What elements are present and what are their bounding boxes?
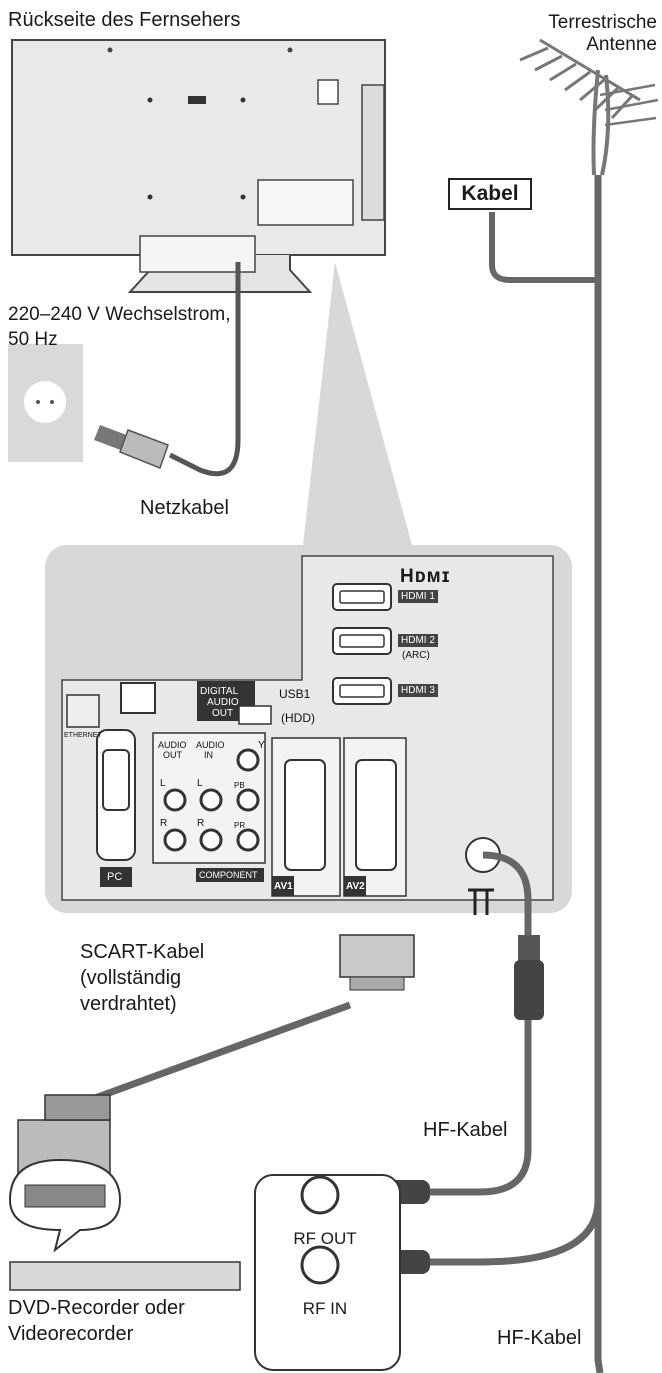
av1-label: AV1	[274, 881, 293, 892]
hdmi2-label: HDMI 2	[398, 634, 438, 647]
usb-label: USB1	[279, 687, 311, 701]
hdmi-logo: Hᴅᴍɪ	[400, 566, 451, 587]
power-cable-label: Netzkabel	[140, 497, 229, 519]
audio-in-label-1: AUDIO	[196, 740, 225, 750]
mains-label-line1: 220–240 V Wechselstrom,	[8, 304, 231, 325]
zoom-cone	[303, 262, 412, 545]
component-label: COMPONENT	[199, 870, 258, 880]
rf-out-label: RF OUT	[293, 1229, 357, 1248]
audio-in-label-2: IN	[204, 750, 213, 760]
antenna-feed-cable	[594, 175, 604, 1373]
audio-out-label-2: OUT	[163, 750, 182, 760]
rf-in-label: RF IN	[302, 1299, 348, 1318]
audio-out-label-1: AUDIO	[158, 740, 187, 750]
audio-in-r-label: R	[197, 818, 205, 829]
ethernet-label: ETHERNET	[64, 732, 102, 739]
recorder-label-line1: DVD-Recorder oder	[8, 1297, 185, 1319]
power-cable	[168, 262, 241, 477]
cable-line	[489, 212, 598, 283]
wall-socket	[8, 344, 83, 462]
hdmi3-label: HDMI 3	[398, 684, 438, 697]
hdd-label: (HDD)	[281, 711, 315, 725]
rf-plug-tv	[514, 935, 544, 1020]
digital-audio-label-1: DIGITAL	[200, 686, 239, 697]
recorder-illustration	[8, 1158, 401, 1371]
arc-label: (ARC)	[402, 650, 430, 661]
component-pr-label: PR	[234, 821, 246, 830]
hdmi1-label: HDMI 1	[398, 590, 438, 603]
rf-cable-recorder	[400, 1199, 602, 1266]
component-pb-label: PB	[234, 781, 245, 790]
scart-label-line3: verdrahtet)	[80, 993, 177, 1015]
audio-out-l-label: L	[160, 778, 166, 789]
recorder-label-line2: Videorecorder	[8, 1323, 134, 1345]
component-y-label: Y	[258, 740, 265, 751]
pc-label: PC	[107, 871, 123, 883]
digital-audio-label-3: OUT	[212, 708, 234, 719]
antenna-label-line2: Antenne	[586, 34, 657, 55]
connection-panel	[45, 545, 572, 915]
antenna	[519, 38, 659, 176]
power-plug	[94, 425, 169, 469]
scart-label-line2: (vollständig	[80, 967, 182, 989]
cable-label-box: Kabel	[448, 178, 532, 210]
antenna-label-line1: Terrestrische	[548, 12, 657, 33]
av2-label: AV2	[346, 881, 365, 892]
tv-back-illustration	[11, 39, 386, 293]
rf-cable-label-2: HF-Kabel	[497, 1327, 582, 1349]
tv-back-label: Rückseite des Fernsehers	[8, 9, 241, 31]
scart-cable	[17, 934, 415, 1181]
scart-label-line1: SCART-Kabel	[80, 941, 205, 963]
mains-label-line2: 50 Hz	[8, 329, 58, 350]
audio-in-l-label: L	[197, 778, 203, 789]
digital-audio-label-2: AUDIO	[207, 697, 239, 708]
rf-cable-tv	[400, 851, 532, 1196]
audio-out-r-label: R	[160, 818, 168, 829]
rf-cable-label-1: HF-Kabel	[423, 1119, 508, 1141]
